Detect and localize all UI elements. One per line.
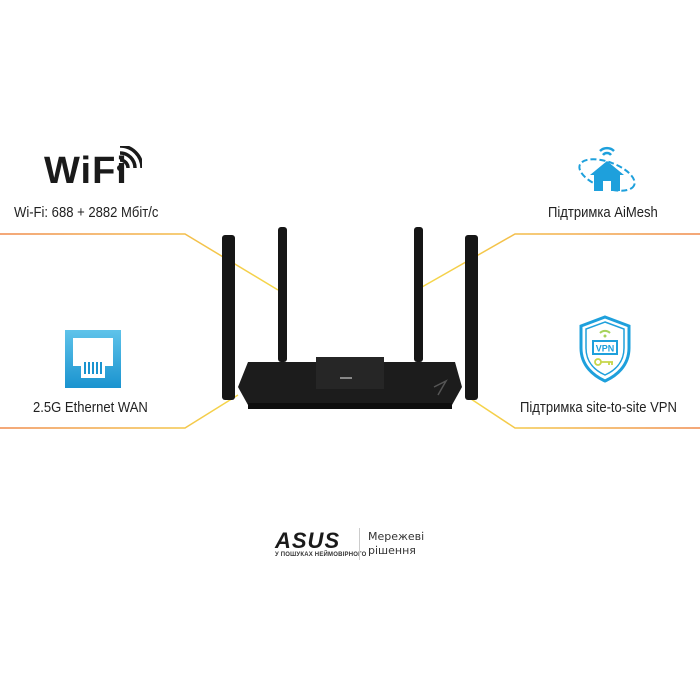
ethernet-port-icon <box>65 330 121 388</box>
wifi-logo: WiFi <box>44 146 142 193</box>
vpn-label: Підтримка site-to-site VPN <box>520 400 677 416</box>
router-image <box>222 227 478 409</box>
svg-text:VPN: VPN <box>596 344 615 354</box>
wifi-logo-text: WiFi <box>44 150 128 192</box>
wan-label: 2.5G Ethernet WAN <box>33 400 148 416</box>
brand-subtitle: Мережеві рішення <box>368 530 425 557</box>
wifi-signal-icon <box>117 146 142 171</box>
vpn-shield-icon: VPN <box>579 315 631 383</box>
wifi-speed-label: Wi-Fi: 688 + 2882 Мбіт/с <box>14 205 159 221</box>
asus-logo: ASUS У ПОШУКАХ НЕЙМОВІРНОГО <box>275 528 367 559</box>
aimesh-label: Підтримка AiMesh <box>548 205 658 221</box>
asus-tagline: У ПОШУКАХ НЕЙМОВІРНОГО <box>275 552 367 558</box>
brand-divider <box>359 528 360 560</box>
aimesh-house-icon <box>578 146 636 192</box>
